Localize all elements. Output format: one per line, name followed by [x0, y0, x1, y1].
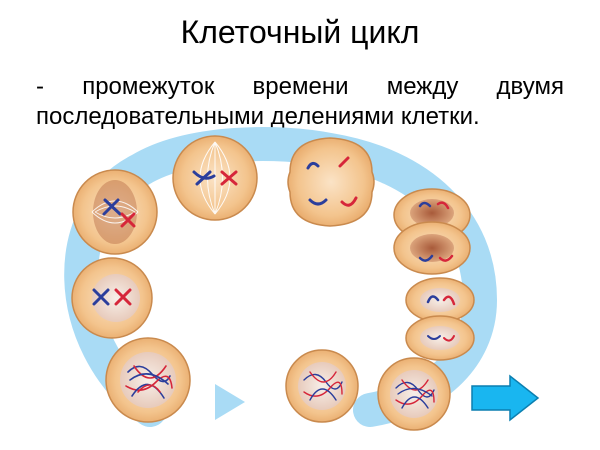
- cell-interphase-s: [285, 349, 359, 423]
- cell-daughters: [405, 277, 475, 361]
- definition-line-2: последовательными делениями клетки.: [36, 103, 480, 130]
- cell-metaphase: [72, 169, 158, 255]
- definition-line-1: - промежуток времени между двумя: [36, 73, 564, 100]
- cell-telophase: [393, 188, 471, 275]
- cell-anaphase: [287, 137, 375, 227]
- cycle-ring-arrowhead-icon: [215, 384, 245, 420]
- right-arrow-icon: [471, 374, 540, 422]
- slide-title: Клеточный цикл: [180, 14, 420, 50]
- cell-interphase-g1: [105, 337, 191, 423]
- cell-interphase-g2: [377, 357, 451, 431]
- cell-spindle: [172, 135, 258, 221]
- definition-text: - промежуток времени между двумя последо…: [36, 72, 564, 132]
- cell-prophase: [71, 257, 153, 339]
- next-slide-button[interactable]: [471, 374, 540, 422]
